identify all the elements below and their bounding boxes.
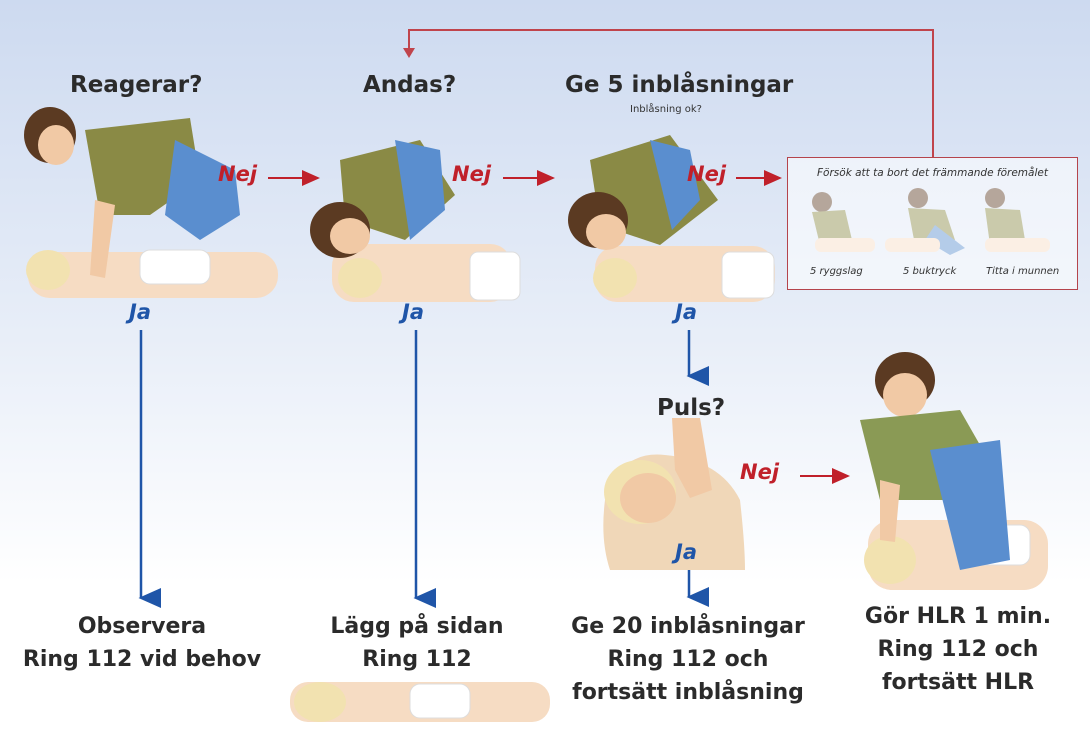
ja-label-2: Ja xyxy=(402,300,424,324)
outcome-recovery-position: Lägg på sidan Ring 112 xyxy=(277,610,557,676)
foreign-body-box: Försök att ta bort det främmande föremål… xyxy=(787,157,1078,290)
caption-check-mouth: Titta i munnen xyxy=(986,266,1059,277)
step-puls: Puls? xyxy=(657,395,725,421)
step-andas: Andas? xyxy=(363,72,456,98)
outcome-rescue-breaths: Ge 20 inblåsningar Ring 112 och fortsätt… xyxy=(548,610,828,709)
ja-label-1: Ja xyxy=(129,300,151,324)
nej-label-2: Nej xyxy=(452,162,491,186)
caption-back-blows: 5 ryggslag xyxy=(810,266,863,277)
outcome-observe: Observera Ring 112 vid behov xyxy=(2,610,282,676)
illustration-recovery-position xyxy=(290,682,550,722)
illustration-rescue-breaths xyxy=(568,135,775,302)
foreign-body-title: Försök att ta bort det främmande föremål… xyxy=(788,167,1077,179)
ja-label-4: Ja xyxy=(675,540,697,564)
nej-label-1: Nej xyxy=(218,162,257,186)
nej-label-4: Nej xyxy=(740,460,779,484)
illustration-cpr xyxy=(860,352,1048,590)
step-ge-5-inblasningar: Ge 5 inblåsningar xyxy=(565,72,793,98)
step-inblasning-ok: Inblåsning ok? xyxy=(630,104,702,115)
step-reagerar: Reagerar? xyxy=(70,72,202,98)
ja-label-3: Ja xyxy=(675,300,697,324)
caption-abdominal-thrusts: 5 buktryck xyxy=(903,266,956,277)
outcome-cpr: Gör HLR 1 min. Ring 112 och fortsätt HLR xyxy=(818,600,1090,699)
illustration-check-response xyxy=(24,107,278,298)
nej-label-3: Nej xyxy=(687,162,726,186)
